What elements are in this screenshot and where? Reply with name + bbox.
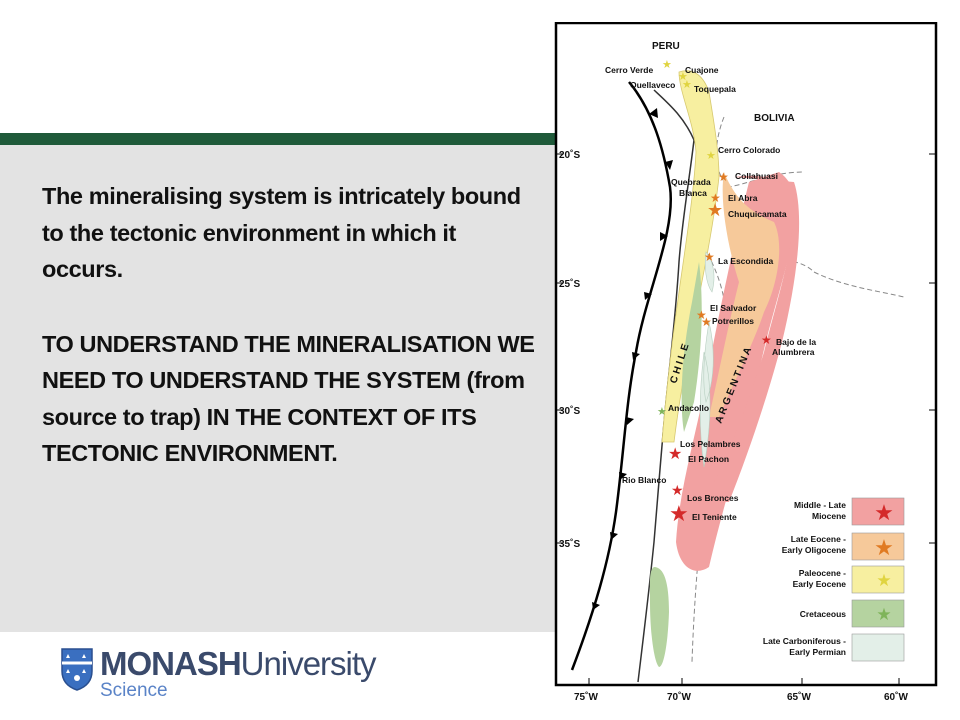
star-los-pelambres: ★ — [668, 446, 682, 463]
belt-cretaceous-south — [649, 567, 669, 667]
legend-label-3a: Paleocene - — [799, 568, 846, 578]
star-collahuasi: ★ — [718, 170, 729, 184]
label-peru: PERU — [652, 41, 680, 52]
deposit-stars: ★ ★ ★ ★ ★ ★ ★ ★ ★ ★ ★ ★ ★ ★ ★ — [657, 59, 772, 526]
map-legend: ★ ★ ★ ★ Middle - Late Miocene Late Eocen… — [763, 497, 905, 662]
legend-label-2b: Early Oligocene — [782, 545, 847, 555]
star-el-abra: ★ — [710, 191, 721, 205]
lon-70: 70˚W — [667, 691, 691, 703]
monash-crest-icon — [61, 648, 93, 691]
paragraph-1: The mineralising system is intricately b… — [42, 183, 521, 282]
label-el-pachon: El Pachon — [688, 454, 729, 464]
belt-eocene — [709, 172, 780, 417]
label-collahuasi: Collahuasi — [735, 171, 778, 181]
star-chuquicamata: ★ — [707, 200, 723, 220]
logo-monash: MONASH — [100, 645, 242, 682]
longitude-labels: 75˚W 70˚W 65˚W 60˚W — [574, 691, 908, 703]
lat-25: 25˚S — [559, 278, 580, 290]
belt-miocene-east — [704, 175, 800, 502]
label-andacollo: Andacollo — [668, 403, 709, 413]
paragraph-2: TO UNDERSTAND THE MINERALISATION WE NEED… — [42, 330, 535, 467]
legend-swatch-paleocene — [851, 565, 905, 594]
label-blanca: Blanca — [679, 188, 707, 198]
label-cuajone: Cuajone — [685, 65, 719, 75]
latitude-labels: 20˚S 25˚S 30˚S 35˚S — [559, 149, 580, 550]
legend-label-5a: Late Carboniferous - — [763, 636, 846, 646]
legend-label-1a: Middle - Late — [794, 500, 846, 510]
label-quebrada: Quebrada — [671, 177, 711, 187]
map-svg: ★ ★ ★ ★ ★ ★ ★ ★ ★ ★ ★ ★ ★ ★ ★ Cerro Verd… — [554, 22, 938, 703]
belt-carboniferous — [699, 321, 714, 468]
legend-swatch-carboniferous — [851, 633, 905, 662]
label-bajo-de-la: Bajo de la — [776, 337, 816, 347]
star-potrerillos: ★ — [701, 315, 712, 329]
star-cerro-verde: ★ — [662, 59, 672, 71]
label-la-escondida: La Escondida — [718, 256, 774, 266]
deposit-labels: Cerro Verde Cuajone Quellaveco Toquepala… — [605, 65, 816, 522]
label-potrerillos: Potrerillos — [712, 316, 754, 326]
map-ticks — [556, 153, 936, 685]
label-el-abra: El Abra — [728, 193, 758, 203]
star-el-teniente: ★ — [669, 501, 689, 526]
slide-body: The mineralising system is intricately b… — [42, 178, 542, 472]
label-alumbrera: Alumbrera — [772, 347, 815, 357]
star-cuajone: ★ — [678, 71, 688, 83]
logo-faculty: Science — [100, 680, 168, 701]
lat-20: 20˚S — [559, 149, 580, 161]
label-cerro-verde: Cerro Verde — [605, 65, 653, 75]
trench-teeth — [592, 108, 673, 610]
lat-30: 30˚S — [559, 405, 580, 417]
monash-logo: MONASHUniversity Science — [60, 643, 390, 703]
label-bolivia: BOLIVIA — [754, 113, 795, 124]
lat-35: 35˚S — [559, 538, 580, 550]
star-cerro-colorado: ★ — [706, 150, 716, 162]
legend-star-eocene: ★ — [874, 535, 894, 560]
lon-75: 75˚W — [574, 691, 598, 703]
lon-60: 60˚W — [884, 691, 908, 703]
andes-deposit-map: ★ ★ ★ ★ ★ ★ ★ ★ ★ ★ ★ ★ ★ ★ ★ Cerro Verd… — [554, 22, 938, 706]
label-los-bronces: Los Bronces — [687, 493, 739, 503]
star-toquepala: ★ — [682, 79, 692, 91]
legend-label-4a: Cretaceous — [800, 609, 847, 619]
label-cerro-colorado: Cerro Colorado — [718, 145, 780, 155]
belt-carboniferous-north — [704, 251, 715, 293]
legend-label-1b: Miocene — [812, 511, 846, 521]
legend-star-paleocene: ★ — [876, 571, 891, 590]
star-andacollo: ★ — [657, 406, 667, 418]
legend-star-miocene: ★ — [874, 500, 894, 525]
belt-paleocene — [661, 70, 720, 443]
legend-swatch-eocene — [851, 532, 905, 561]
label-rio-blanco: Rio Blanco — [622, 475, 666, 485]
label-toquepala: Toquepala — [694, 84, 736, 94]
lon-65: 65˚W — [787, 691, 811, 703]
legend-star-cretaceous: ★ — [876, 605, 891, 624]
star-los-bronces: ★ — [671, 482, 684, 498]
legend-label-3b: Early Eocene — [793, 579, 847, 589]
legend-label-2a: Late Eocene - — [791, 534, 846, 544]
label-quellaveco: Quellaveco — [630, 80, 675, 90]
logo-wordmark: MONASHUniversity — [100, 645, 377, 683]
star-la-escondida: ★ — [704, 250, 715, 264]
legend-swatch-miocene — [851, 497, 905, 526]
trench-line — [570, 81, 673, 671]
text-panel — [0, 145, 555, 632]
belt-cretaceous-north — [681, 262, 702, 432]
legend-swatch-cretaceous — [851, 599, 905, 628]
legend-label-5b: Early Permian — [789, 647, 846, 657]
star-el-salvador: ★ — [696, 308, 707, 322]
label-el-salvador: El Salvador — [710, 303, 757, 313]
label-los-pelambres: Los Pelambres — [680, 439, 741, 449]
star-bajo-alumbrera: ★ — [761, 333, 772, 347]
label-el-teniente: El Teniente — [692, 512, 737, 522]
green-accent-bar — [0, 133, 555, 145]
label-chuquicamata: Chuquicamata — [728, 209, 787, 219]
logo-university: University — [240, 645, 377, 682]
